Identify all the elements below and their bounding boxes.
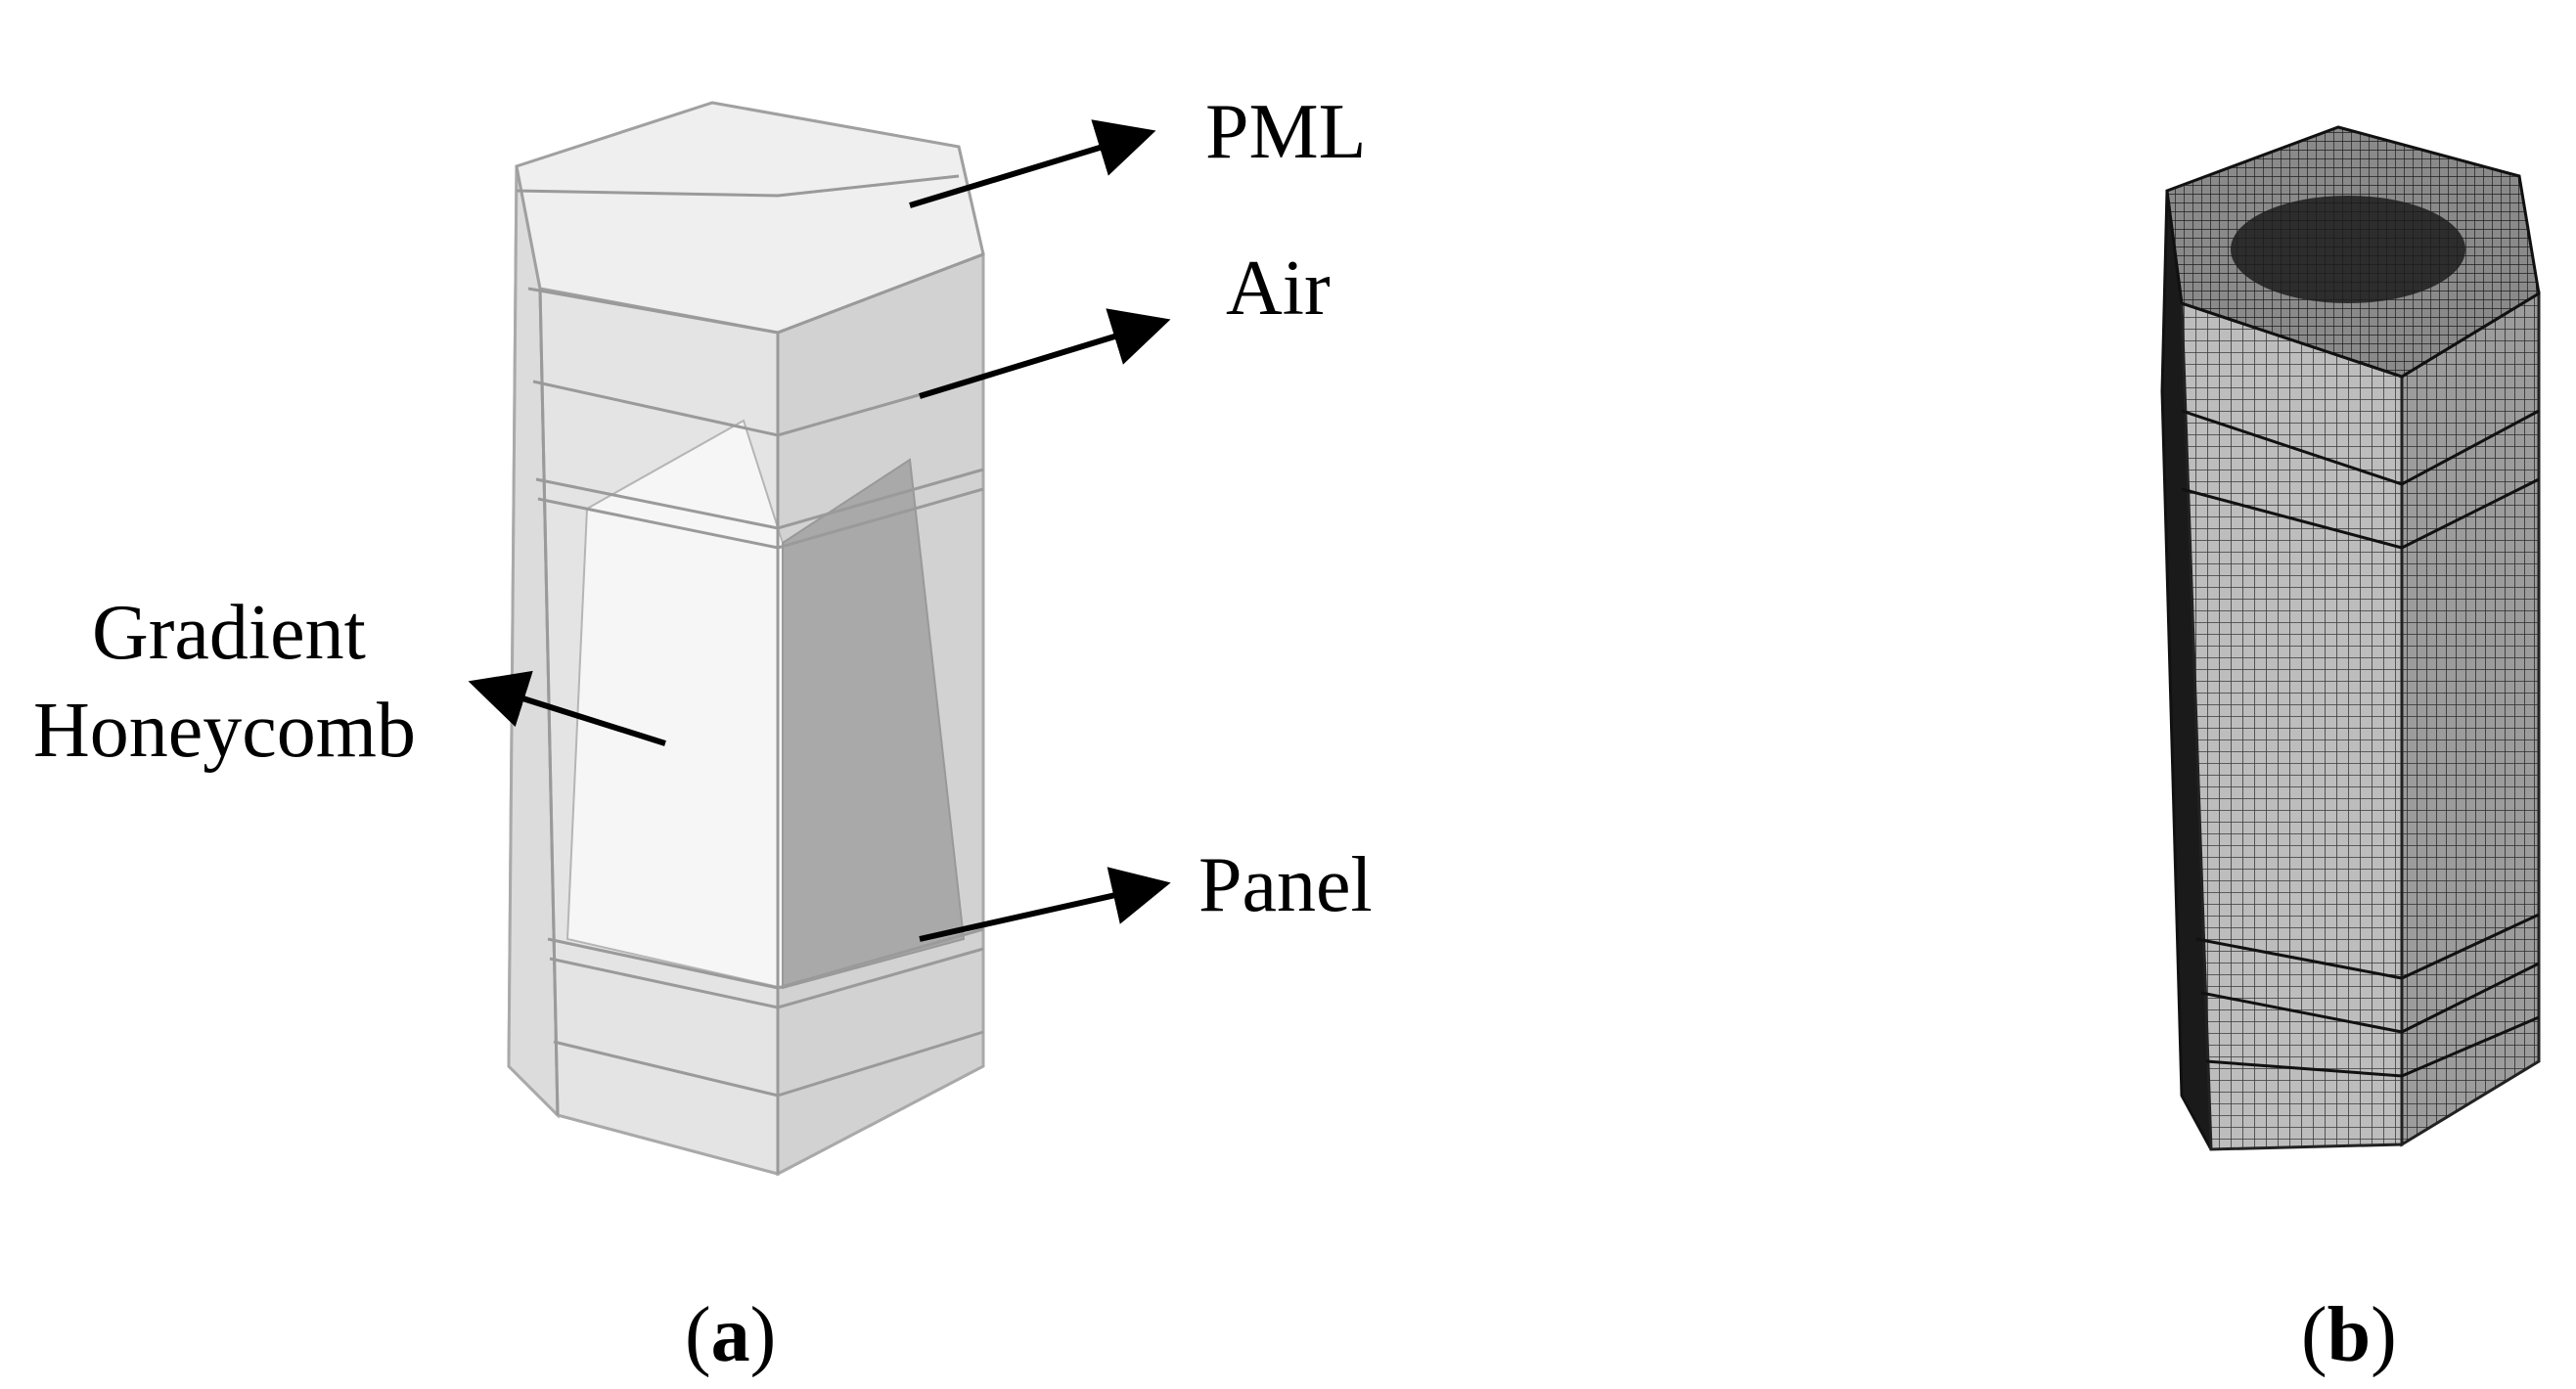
caption-b: (b) — [2301, 1292, 2397, 1378]
label-pml: PML — [1205, 89, 1367, 175]
layer-lines — [516, 174, 984, 1174]
label-honeycomb: Honeycomb — [33, 688, 417, 774]
model-b-mesh — [2160, 125, 2541, 1151]
arrow-pml — [909, 119, 1156, 208]
label-air: Air — [1226, 246, 1331, 332]
gradient-honeycomb-front — [565, 419, 784, 990]
annotation-arrows — [468, 119, 1171, 942]
mesh-top-dense-region — [2231, 196, 2465, 303]
arrow-panel — [919, 867, 1171, 942]
caption-a: (a) — [685, 1292, 777, 1378]
arrow-air — [919, 308, 1171, 399]
caption-b-letter: b — [2327, 1292, 2372, 1378]
label-gradient: Gradient — [92, 590, 366, 676]
gradient-honeycomb-side — [782, 458, 966, 990]
caption-a-letter: a — [710, 1292, 750, 1378]
arrow-gradient-honeycomb — [468, 670, 666, 746]
mesh-front-face — [2180, 300, 2404, 1151]
mesh-layer-lines — [2181, 409, 2540, 1078]
label-panel: Panel — [1198, 842, 1373, 928]
model-a-geometry — [507, 101, 985, 1177]
